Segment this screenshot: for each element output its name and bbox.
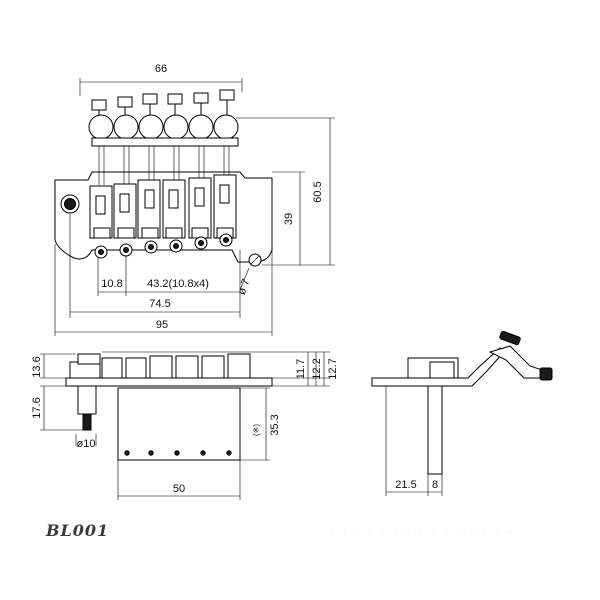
dim-block-width: 50 (173, 483, 185, 495)
dim-height-60-5: 60.5 (312, 181, 324, 202)
fine-tuners (88, 89, 239, 140)
dim-height-39: 39 (283, 213, 295, 225)
dim-right-12-7: 12.7 (327, 358, 339, 379)
dim-block-8: 8 (432, 479, 438, 491)
end-sustain-block (427, 385, 443, 475)
side-baseplate (65, 377, 273, 387)
dim-stud-hole: ø 7 (236, 277, 253, 296)
dim-top-width: 66 (155, 63, 167, 75)
dim-block-35-3: 35.3 (269, 414, 281, 435)
dim-right-12-2: 12.2 (311, 358, 323, 379)
end-view: 21.5 8 (371, 330, 553, 496)
dim-right-11-7: 11.7 (295, 359, 307, 380)
side-view: 13.6 17.6 ø10 35.3 (※) 50 11.7 12.2 12.7 (31, 351, 339, 500)
dim-side-13-6: 13.6 (31, 356, 43, 377)
dim-spacing-rest: 43.2(10.8x4) (147, 278, 209, 290)
model-label: BL001 (46, 521, 110, 540)
sustain-block (117, 387, 241, 461)
dim-stud-dia: ø10 (77, 438, 96, 450)
top-view: 66 60.5 39 10.8 43.2(10.8x4) 74.5 95 ø 7 (54, 63, 335, 336)
watermark: · · · · · · · · · · · · · · · (330, 527, 515, 539)
dim-block-mark: (※) (252, 424, 261, 436)
saddles (89, 174, 237, 239)
dim-side-17-6: 17.6 (31, 397, 43, 418)
dim-span-74-5: 74.5 (149, 298, 170, 310)
dim-overall-width: 95 (156, 319, 168, 331)
dim-spacing-first: 10.8 (101, 278, 122, 290)
dim-block-21-5: 21.5 (395, 479, 416, 491)
fine-tuner-plate (91, 137, 239, 147)
side-stud (77, 385, 97, 415)
